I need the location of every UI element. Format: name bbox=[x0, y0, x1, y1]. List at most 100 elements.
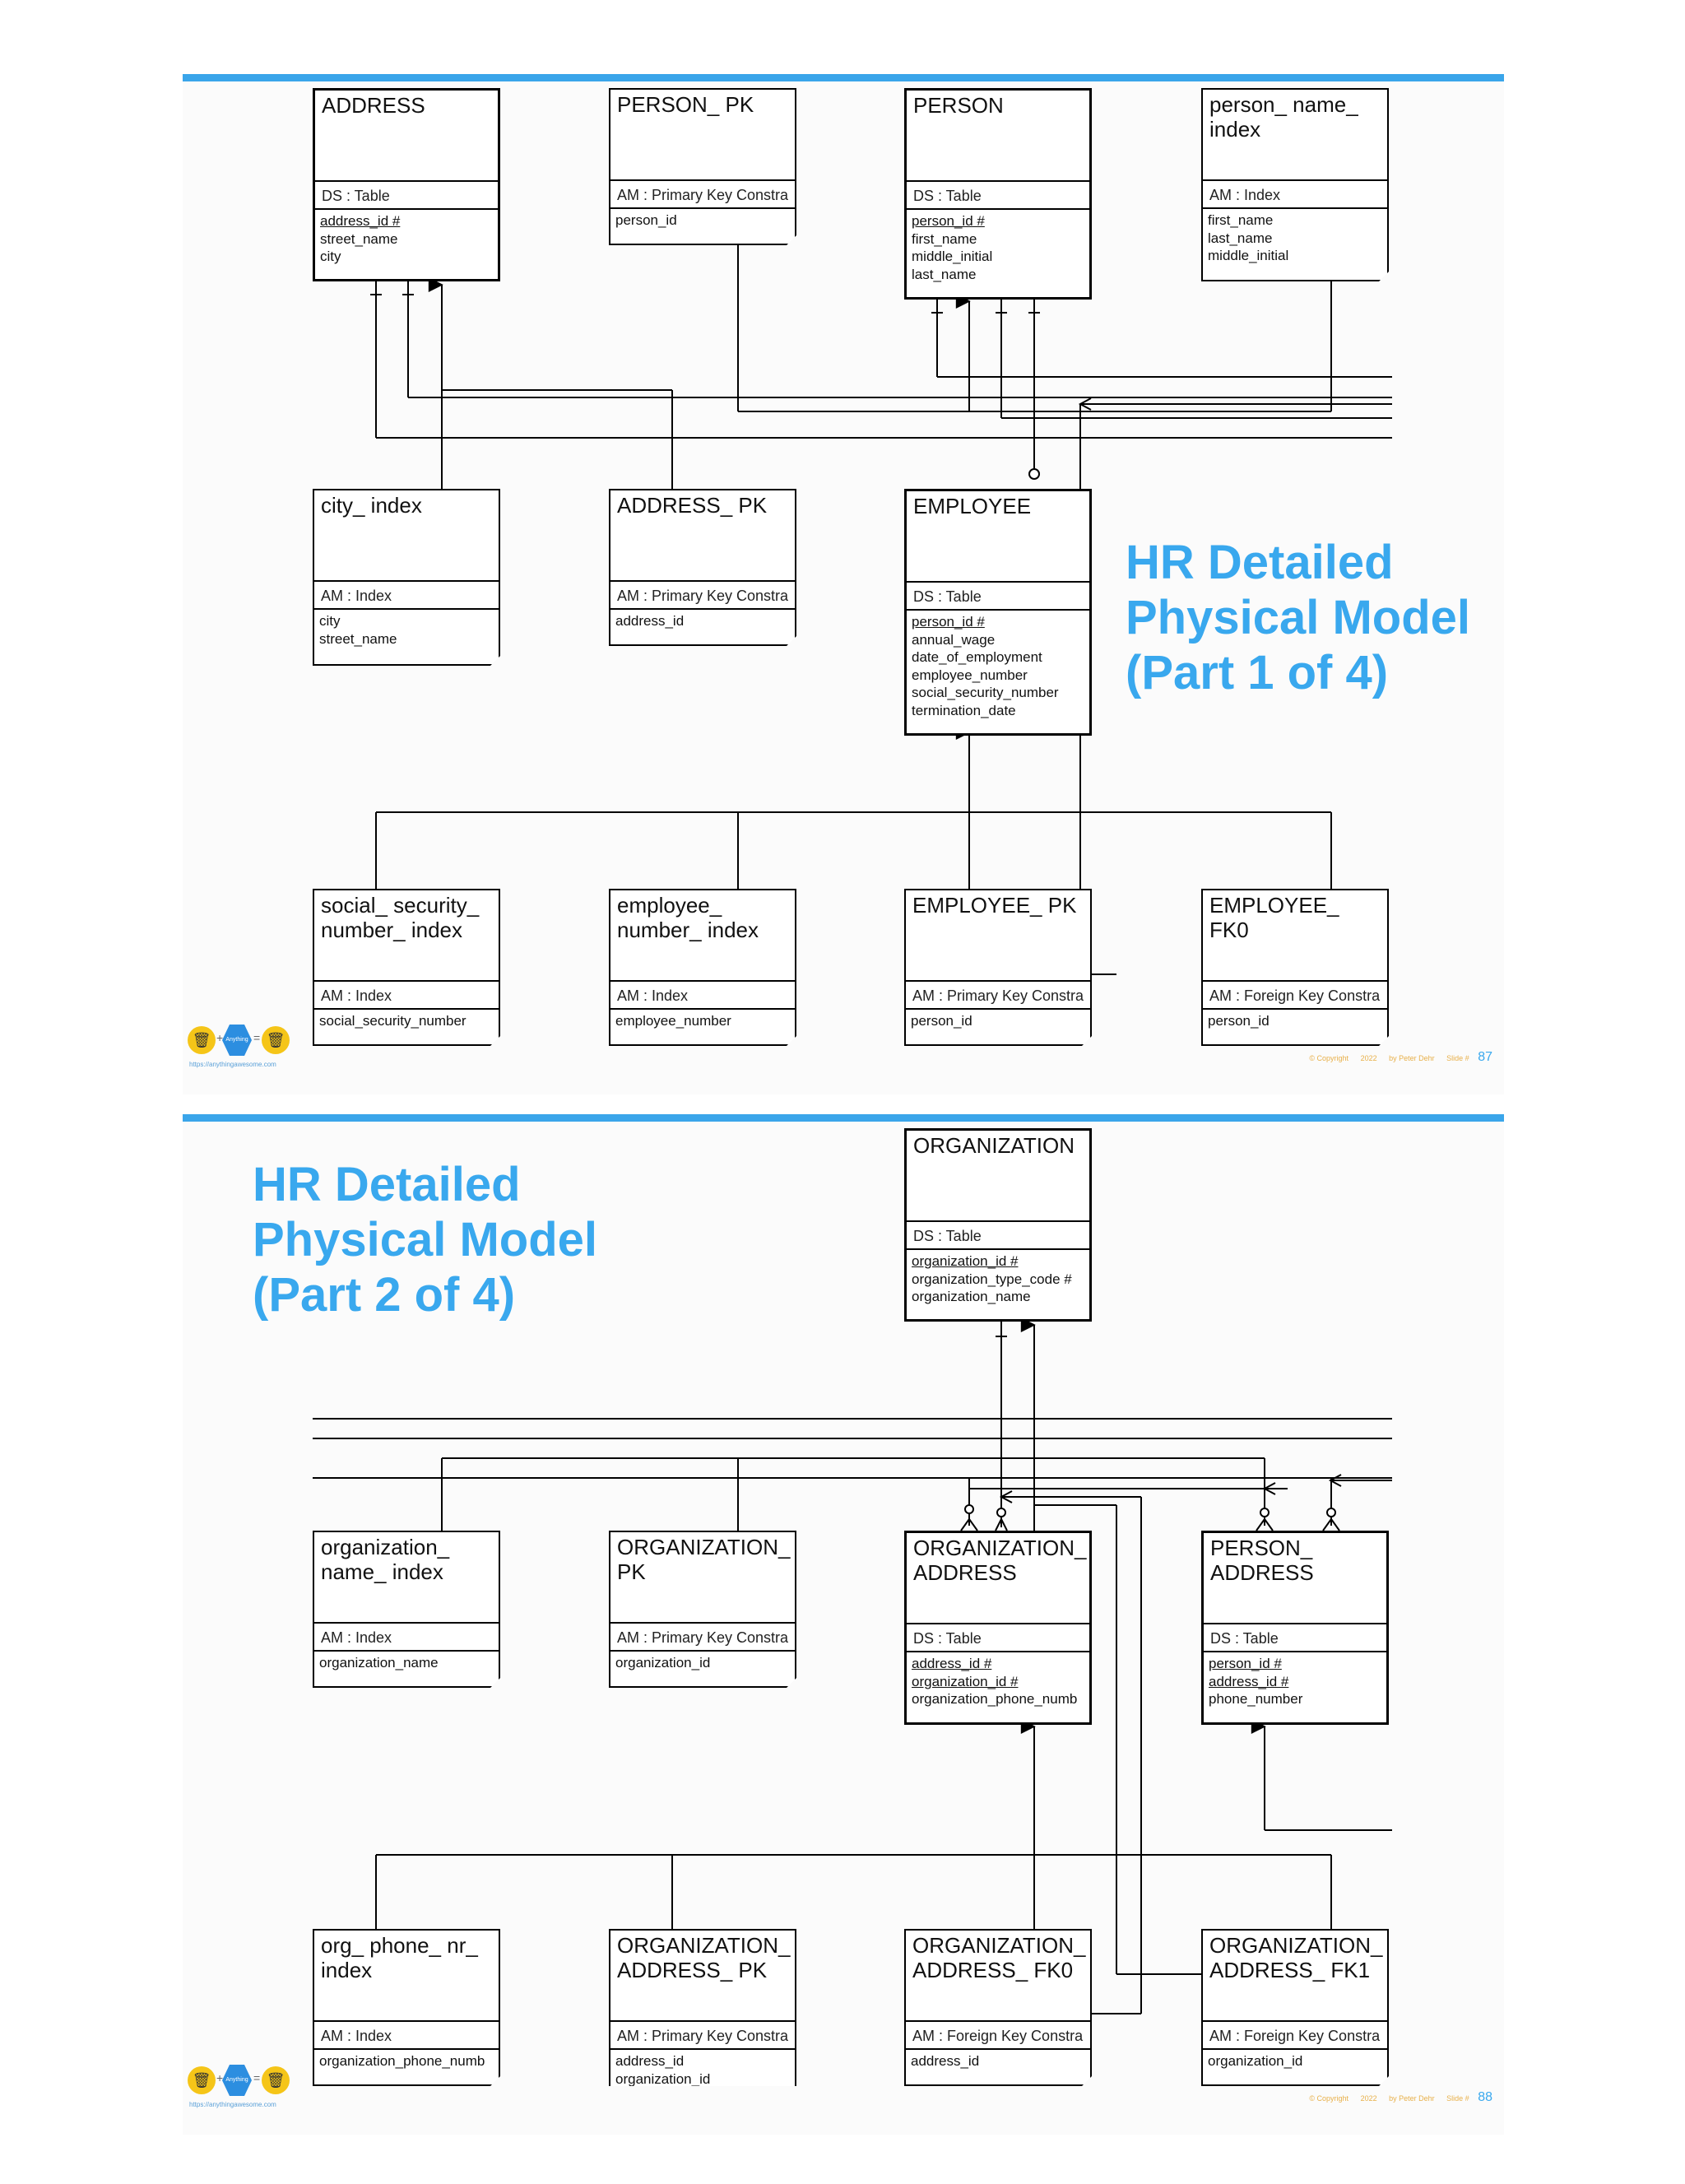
entity-columns: organization_id bbox=[1203, 2050, 1387, 2073]
entity-organization-address: ORGANIZATION_ ADDRESS DS : Table address… bbox=[904, 1531, 1092, 1725]
entity-columns: organization_name bbox=[314, 1652, 499, 1675]
column: person_id # bbox=[912, 614, 985, 630]
column: employee_number bbox=[615, 1013, 731, 1029]
entity-name: city_ index bbox=[321, 493, 422, 518]
entity-organization-pk: ORGANIZATION_ PK AM : Primary Key Constr… bbox=[609, 1531, 796, 1688]
column: phone_number bbox=[1209, 1691, 1303, 1707]
column: address_id bbox=[615, 613, 685, 629]
entity-name: EMPLOYEE_ PK bbox=[912, 893, 1077, 918]
column: street_name bbox=[319, 630, 397, 647]
trash-icon: 🗑 bbox=[262, 1026, 290, 1054]
column: organization_id # bbox=[912, 1253, 1019, 1269]
title-line: HR Detailed bbox=[1126, 536, 1394, 589]
entity-name: org_ phone_ nr_ index bbox=[321, 1933, 478, 1982]
entity-kind: DS : Table bbox=[1204, 1623, 1386, 1652]
entity-employee-number-index: employee_ number_ index AM : Index emplo… bbox=[609, 889, 796, 1046]
column: middle_initial bbox=[1208, 248, 1289, 263]
entity-kind: AM : Foreign Key Constra bbox=[1203, 980, 1387, 1010]
entity-organization-address-pk: ORGANIZATION_ ADDRESS_ PK AM : Primary K… bbox=[609, 1929, 796, 2086]
entity-columns: person_id bbox=[906, 1010, 1090, 1033]
entity-employee: EMPLOYEE DS : Table person_id # annual_w… bbox=[904, 489, 1092, 736]
trash-icon: 🗑 bbox=[188, 1026, 216, 1054]
entity-kind: DS : Table bbox=[907, 581, 1089, 611]
slide-title: HR Detailed Physical Model (Part 1 of 4) bbox=[1126, 535, 1470, 700]
entity-columns: address_id bbox=[906, 2050, 1090, 2073]
entity-person: PERSON DS : Table person_id # first_name… bbox=[904, 88, 1092, 300]
column: social_security_number bbox=[319, 1013, 467, 1029]
entity-name: ORGANIZATION bbox=[913, 1133, 1075, 1158]
entity-name: employee_ number_ index bbox=[617, 893, 759, 942]
column: person_id bbox=[911, 1013, 972, 1029]
entity-name: EMPLOYEE_ FK0 bbox=[1209, 893, 1339, 942]
title-line: HR Detailed bbox=[253, 1158, 521, 1211]
brand-hex-icon: Anything Awesome bbox=[222, 1025, 252, 1056]
entity-address: ADDRESS DS : Table address_id # street_n… bbox=[313, 88, 500, 281]
column: address_id # bbox=[320, 213, 401, 229]
column: address_id # bbox=[912, 1656, 992, 1671]
brand-logo: 🗑 + Anything Awesome = 🗑 https://anythin… bbox=[183, 1025, 290, 1074]
entity-kind: AM : Primary Key Constra bbox=[610, 1622, 795, 1652]
trash-icon: 🗑 bbox=[262, 2066, 290, 2094]
column: organization_id bbox=[615, 2070, 711, 2087]
title-line: Physical Model bbox=[253, 1213, 598, 1266]
column: middle_initial bbox=[912, 249, 993, 264]
entity-person-pk: PERSON_ PK AM : Primary Key Constra pers… bbox=[609, 88, 796, 245]
entity-kind: AM : Index bbox=[1203, 179, 1387, 209]
trash-icon: 🗑 bbox=[188, 2066, 216, 2094]
entity-columns: address_id bbox=[610, 610, 795, 633]
slide-title: HR Detailed Physical Model (Part 2 of 4) bbox=[253, 1157, 597, 1322]
entity-columns: first_name last_name middle_initial bbox=[1203, 209, 1387, 267]
entity-kind: AM : Index bbox=[314, 2020, 499, 2050]
entity-kind: AM : Foreign Key Constra bbox=[1203, 2020, 1387, 2050]
column: person_id bbox=[1208, 1013, 1270, 1029]
entity-kind: DS : Table bbox=[907, 1623, 1089, 1652]
entity-columns: address_id organization_id bbox=[610, 2050, 795, 2086]
entity-columns: city street_name bbox=[314, 610, 499, 650]
entity-organization-address-fk1: ORGANIZATION_ ADDRESS_ FK1 AM : Foreign … bbox=[1201, 1929, 1389, 2086]
entity-columns: organization_phone_numb bbox=[314, 2050, 499, 2073]
entity-name: person_ name_ index bbox=[1209, 92, 1358, 142]
entity-kind: AM : Index bbox=[314, 580, 499, 610]
column: organization_name bbox=[912, 1289, 1031, 1304]
slide-1: ADDRESS DS : Table address_id # street_n… bbox=[183, 74, 1504, 1094]
entity-person-address: PERSON_ ADDRESS DS : Table person_id # a… bbox=[1201, 1531, 1389, 1725]
column: city bbox=[319, 613, 341, 629]
entity-name: PERSON_ ADDRESS bbox=[1210, 1536, 1314, 1585]
entity-name: PERSON_ PK bbox=[617, 92, 754, 117]
column: employee_number bbox=[912, 667, 1028, 683]
column: person_id bbox=[615, 212, 677, 228]
brand-logo: 🗑 + Anything Awesome = 🗑 https://anythin… bbox=[183, 2065, 290, 2114]
entity-organization: ORGANIZATION DS : Table organization_id … bbox=[904, 1128, 1092, 1322]
entity-kind: AM : Primary Key Constra bbox=[610, 580, 795, 610]
column: last_name bbox=[1208, 230, 1273, 246]
entity-columns: address_id # organization_id # organizat… bbox=[907, 1652, 1089, 1711]
column: last_name bbox=[912, 266, 977, 282]
column: address_id # bbox=[1209, 1673, 1289, 1689]
entity-columns: organization_id # organization_type_code… bbox=[907, 1250, 1089, 1308]
column: organization_phone_numb bbox=[912, 1691, 1078, 1707]
title-line: (Part 2 of 4) bbox=[253, 1268, 516, 1322]
column: organization_id # bbox=[912, 1673, 1019, 1689]
entity-organization-name-index: organization_ name_ index AM : Index org… bbox=[313, 1531, 500, 1688]
column: termination_date bbox=[912, 702, 1016, 718]
column: organization_id bbox=[615, 1655, 711, 1671]
page-number: 87 bbox=[1478, 1050, 1492, 1064]
column: first_name bbox=[1208, 212, 1274, 228]
entity-city-index: city_ index AM : Index city street_name bbox=[313, 489, 500, 666]
entity-columns: address_id # street_name city bbox=[315, 210, 498, 268]
entity-columns: organization_id bbox=[610, 1652, 795, 1675]
column: person_id # bbox=[912, 213, 985, 229]
entity-organization-address-fk0: ORGANIZATION_ ADDRESS_ FK0 AM : Foreign … bbox=[904, 1929, 1092, 2086]
entity-name: ORGANIZATION_ ADDRESS bbox=[913, 1536, 1087, 1585]
entity-kind: AM : Index bbox=[314, 1622, 499, 1652]
entity-kind: AM : Foreign Key Constra bbox=[906, 2020, 1090, 2050]
entity-kind: AM : Index bbox=[314, 980, 499, 1010]
column: address_id bbox=[911, 2053, 980, 2069]
entity-columns: social_security_number bbox=[314, 1010, 499, 1033]
column: organization_name bbox=[319, 1655, 439, 1671]
entity-name: PERSON bbox=[913, 93, 1004, 118]
entity-columns: employee_number bbox=[610, 1010, 795, 1033]
entity-columns: person_id bbox=[610, 209, 795, 232]
slide-footer: © Copyright 2022 by Peter Dehr Slide # 8… bbox=[1309, 2090, 1492, 2104]
entity-name: ORGANIZATION_ ADDRESS_ FK1 bbox=[1209, 1933, 1383, 1982]
